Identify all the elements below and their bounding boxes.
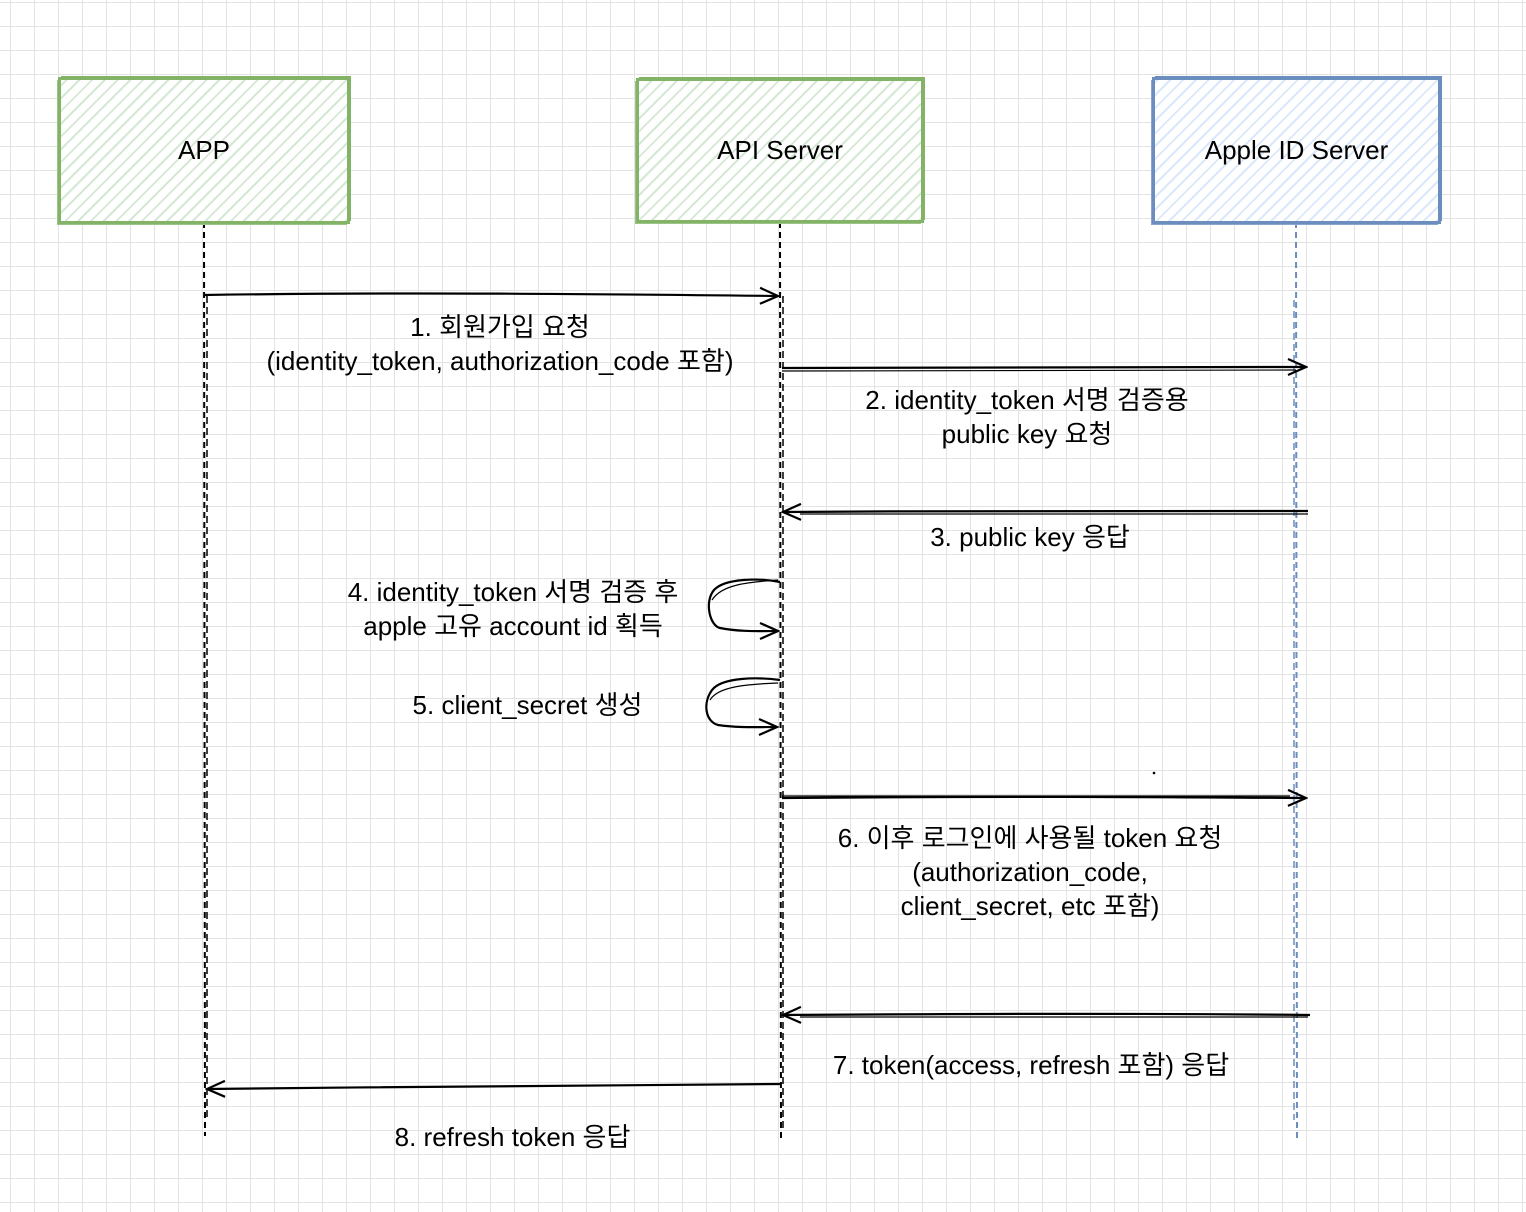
participant-apple-id-server-label: Apple ID Server xyxy=(1204,135,1389,165)
message-6-label: 6. 이후 로그인에 사용될 token 요청 (authorization_c… xyxy=(800,821,1260,923)
app-lifeline xyxy=(203,221,208,1137)
arrow-1 xyxy=(203,293,778,296)
message-8-line-1: 8. refresh token 응답 xyxy=(394,1122,631,1152)
participant-api-server-label: API Server xyxy=(717,135,843,165)
message-2-label: 2. identity_token 서명 검증용 public key 요청 xyxy=(812,383,1242,451)
arrow-8 xyxy=(207,1084,781,1089)
message-4-line-2: apple 고유 account id 획득 xyxy=(363,611,663,641)
arrow-4-self-loop xyxy=(707,578,781,632)
arrow-5-self-loop xyxy=(705,677,781,727)
participant-apple-id-server: Apple ID Server xyxy=(1152,77,1441,224)
message-5-label: 5. client_secret 생성 xyxy=(380,688,675,722)
apple-id-server-lifeline xyxy=(1293,221,1298,1139)
arrow-6 xyxy=(781,795,1306,798)
message-1-line-2: (identity_token, authorization_code 포함) xyxy=(266,346,734,376)
message-6-line-3: client_secret, etc 포함) xyxy=(900,891,1160,921)
stray-dot xyxy=(1152,771,1156,775)
participant-app-label: APP xyxy=(177,135,231,165)
message-3-label: 3. public key 응답 xyxy=(880,520,1180,554)
message-4-label: 4. identity_token 서명 검증 후 apple 고유 accou… xyxy=(318,575,708,643)
message-4-line-1: 4. identity_token 서명 검증 후 xyxy=(347,577,679,607)
message-6-line-2: (authorization_code, xyxy=(912,857,1148,887)
message-1-label: 1. 회원가입 요청 (identity_token, authorizatio… xyxy=(230,310,770,378)
participant-app: APP xyxy=(58,77,350,224)
arrow-3 xyxy=(783,511,1309,514)
message-1-line-1: 1. 회원가입 요청 xyxy=(410,312,590,342)
message-5-line-1: 5. client_secret 생성 xyxy=(412,690,643,720)
arrow-7 xyxy=(783,1014,1311,1017)
message-6-line-1: 6. 이후 로그인에 사용될 token 요청 xyxy=(837,823,1223,853)
message-8-label: 8. refresh token 응답 xyxy=(360,1120,665,1154)
api-server-lifeline xyxy=(779,221,784,1139)
participant-api-server: API Server xyxy=(636,78,924,223)
message-2-line-2: public key 요청 xyxy=(941,419,1113,449)
message-3-line-1: 3. public key 응답 xyxy=(930,522,1130,552)
message-2-line-1: 2. identity_token 서명 검증용 xyxy=(865,385,1189,415)
message-7-label: 7. token(access, refresh 포함) 응답 xyxy=(800,1048,1262,1082)
arrow-2 xyxy=(781,367,1306,371)
message-7-line-1: 7. token(access, refresh 포함) 응답 xyxy=(832,1050,1230,1080)
